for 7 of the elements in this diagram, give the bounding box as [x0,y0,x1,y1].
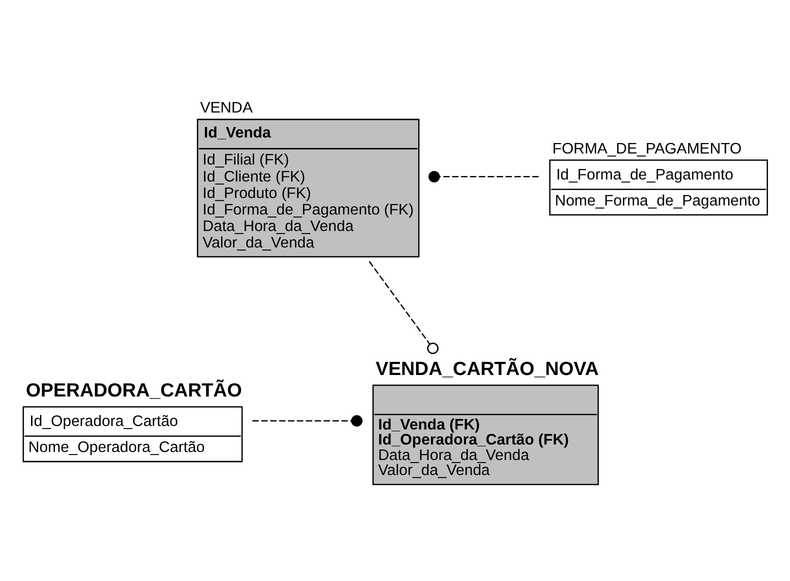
node-label: VENDA [200,100,253,117]
node-label: OPERADORA_CARTÃO [26,380,242,402]
node-label: VENDA_CARTÃO_NOVA [376,359,599,380]
connector [252,415,363,427]
connector [428,170,539,182]
node-label: FORMA_DE_PAGAMENTO [552,140,742,158]
connector [368,261,439,354]
